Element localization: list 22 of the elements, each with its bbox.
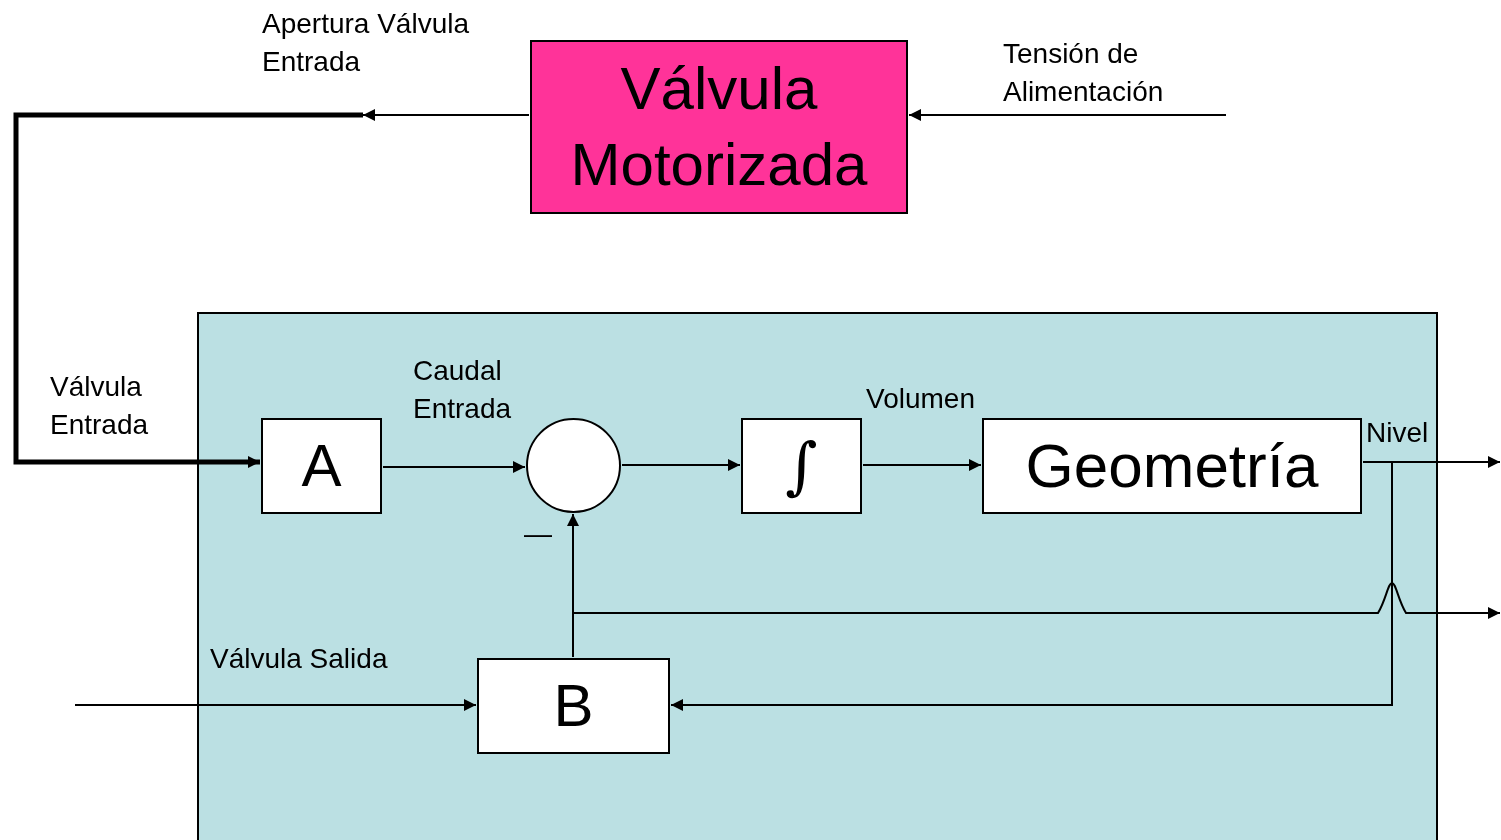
- transfer-block: B: [477, 658, 670, 754]
- arrow: [670, 461, 1393, 711]
- arrow: [362, 109, 530, 121]
- arrow: [862, 459, 982, 471]
- valve-block: Válvula Motorizada: [530, 40, 908, 214]
- edge-label: Tensión de Alimentación: [1003, 37, 1165, 109]
- transfer-block: A: [261, 418, 382, 514]
- edge-label: Nivel: [1366, 416, 1430, 450]
- edge-label: Volumen: [866, 382, 976, 416]
- edge-label: Válvula Entrada: [50, 370, 150, 442]
- edge-label: Válvula Salida: [210, 642, 389, 676]
- arrow: [382, 461, 526, 473]
- transfer-block: Geometría: [982, 418, 1362, 514]
- arrow: [908, 109, 1227, 121]
- minus-sign: —: [524, 517, 552, 551]
- arrow: [13, 112, 363, 468]
- system-panel: [197, 312, 1438, 840]
- edge-label: Apertura Válvula Entrada: [262, 7, 470, 79]
- integrator-block: ∫: [741, 418, 862, 514]
- arrow: [621, 459, 741, 471]
- arrow: [74, 699, 477, 711]
- edge-label: Caudal Entrada: [413, 354, 513, 426]
